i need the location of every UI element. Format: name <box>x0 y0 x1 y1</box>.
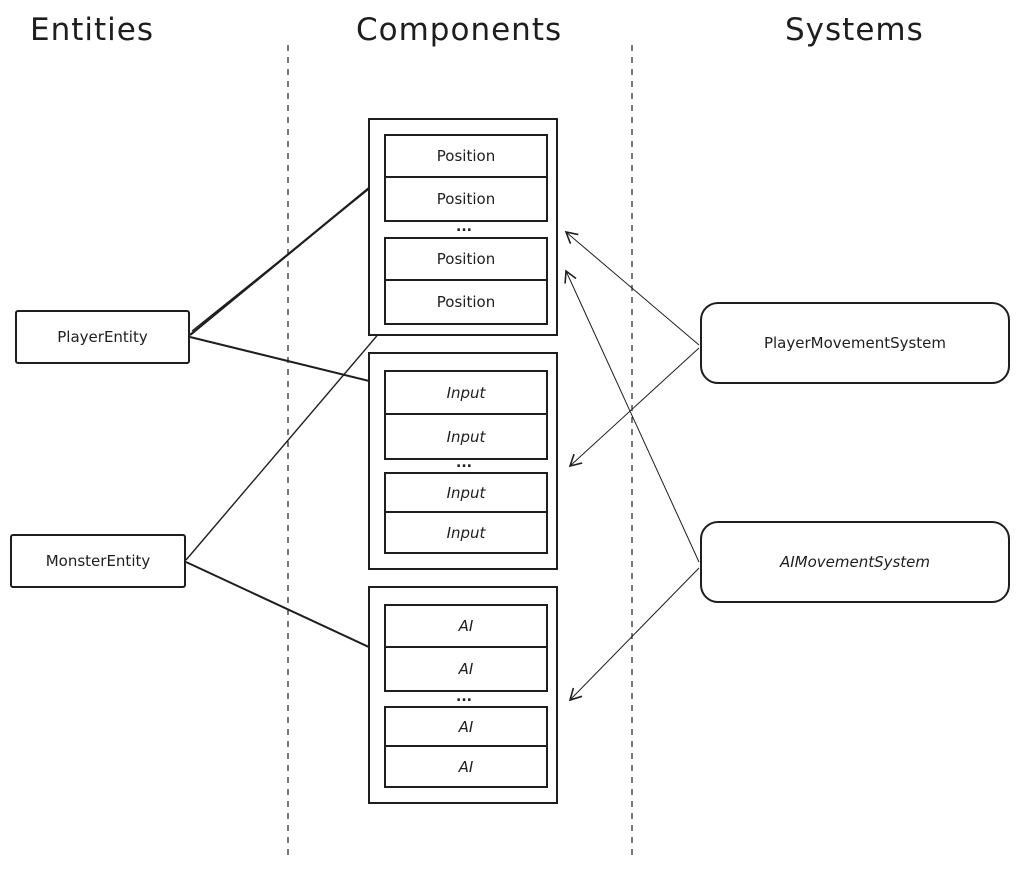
input-cell: Input <box>446 427 486 446</box>
input-cell: Input <box>446 523 486 542</box>
position-block-1: Position Position <box>384 134 548 222</box>
input-cell: Input <box>386 372 546 415</box>
ai-ellipsis: ... <box>456 689 472 705</box>
ai-block-1: AI AI <box>384 604 548 692</box>
ai-component-group: AI AI ... AI AI <box>368 586 558 804</box>
position-cell: Position <box>386 136 546 178</box>
input-block-2: Input Input <box>384 472 548 554</box>
position-ellipsis: ... <box>456 219 472 235</box>
player-entity-label: PlayerEntity <box>57 328 148 346</box>
player-movement-system-box: PlayerMovementSystem <box>700 302 1010 384</box>
arrow-playersys-to-input <box>568 347 700 468</box>
position-cell: Position <box>436 293 496 311</box>
input-block-1: Input Input <box>384 370 548 460</box>
position-cell: Position <box>386 239 546 281</box>
input-cell: Input <box>386 474 546 513</box>
monster-entity-box: MonsterEntity <box>10 534 186 588</box>
ai-cell: AI <box>386 708 546 747</box>
arrow-monster-to-position <box>185 302 406 561</box>
arrow-player-to-position-2 <box>191 164 400 332</box>
entities-header: Entities <box>30 12 154 48</box>
player-movement-system-label: PlayerMovementSystem <box>763 334 947 352</box>
input-component-group: Input Input ... Input Input <box>368 352 558 570</box>
position-component-group: Position Position ... Position Position <box>368 118 558 336</box>
ai-cell: AI <box>386 606 546 648</box>
arrow-aisys-to-position <box>564 269 700 563</box>
arrow-playersys-to-position <box>564 230 700 346</box>
components-header: Components <box>356 12 563 48</box>
position-cell: Position <box>436 190 496 208</box>
systems-header: Systems <box>785 12 924 48</box>
ai-block-2: AI AI <box>384 706 548 788</box>
arrow-aisys-to-ai <box>568 567 700 702</box>
position-block-2: Position Position <box>384 237 548 325</box>
ai-movement-system-label: AIMovementSystem <box>779 553 931 571</box>
monster-entity-label: MonsterEntity <box>45 552 151 570</box>
ai-movement-system-box: AIMovementSystem <box>700 521 1010 603</box>
ai-cell: AI <box>458 660 474 678</box>
ai-cell: AI <box>458 757 474 776</box>
input-ellipsis: ... <box>456 455 472 471</box>
player-entity-box: PlayerEntity <box>15 310 190 364</box>
